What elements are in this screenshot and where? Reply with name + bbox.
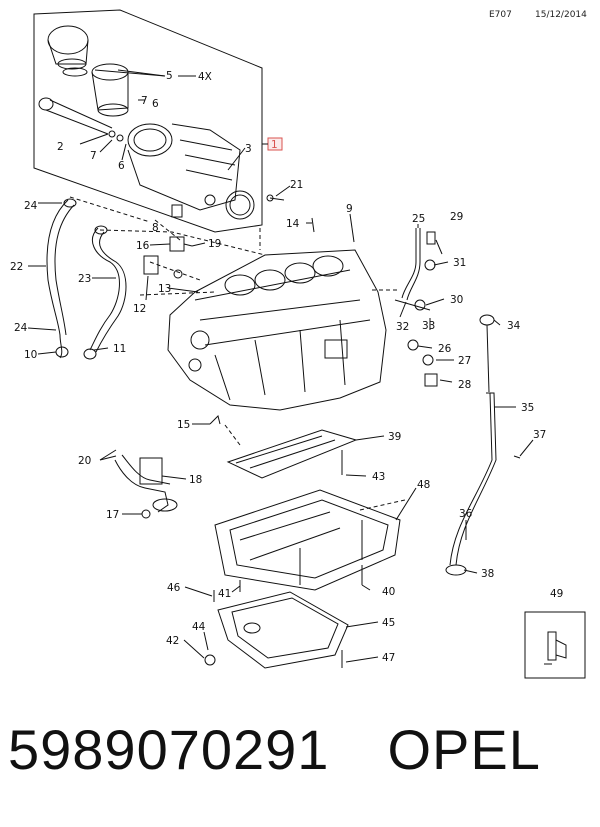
- oil-pipe-assembly-illustration: [394, 228, 436, 311]
- breather-hose-right-illustration: [83, 225, 127, 360]
- callout-10: 10: [24, 349, 37, 361]
- leader-lines: [27, 185, 534, 663]
- callout-12: 12: [133, 303, 146, 315]
- callout-48: 48: [417, 479, 430, 491]
- part-number: 5989070291: [8, 718, 330, 781]
- engine-block-illustration: [167, 249, 387, 411]
- inset-49-part-illustration: [544, 631, 567, 665]
- callout-6a: 6: [152, 98, 159, 110]
- callout-4x: 4X: [198, 71, 212, 83]
- callout-42: 42: [166, 635, 179, 647]
- callout-36: 36: [459, 508, 473, 520]
- callout-13: 13: [158, 283, 171, 295]
- baffle-plate-illustration: [226, 429, 358, 479]
- callout-8: 8: [152, 222, 159, 234]
- callout-24a: 24: [24, 200, 38, 212]
- callout-22: 22: [10, 261, 23, 273]
- callout-1: 1: [271, 139, 278, 151]
- callout-16: 16: [136, 240, 150, 252]
- callout-7a: 7: [141, 95, 148, 107]
- callout-28: 28: [458, 379, 471, 391]
- sensor-illustration: [143, 255, 183, 279]
- callout-38: 38: [481, 568, 494, 580]
- callout-32: 32: [396, 321, 409, 333]
- diagram-code: E707: [489, 10, 512, 20]
- brand-name: OPEL: [387, 718, 541, 781]
- inset-49-frame: [524, 611, 586, 679]
- callout-24b: 24: [14, 322, 28, 334]
- oil-filter-housing-illustration: [127, 123, 255, 220]
- oil-filter-inset-frame: [33, 9, 263, 233]
- oil-suction-pipe-illustration: [114, 454, 178, 513]
- callout-18: 18: [189, 474, 202, 486]
- callout-11: 11: [113, 343, 126, 355]
- callout-29: 29: [450, 211, 463, 223]
- plug-illustration: [171, 204, 183, 218]
- callout-43: 43: [372, 471, 385, 483]
- upper-oil-pan-illustration: [214, 489, 401, 591]
- bolt-14-illustration: [311, 217, 315, 233]
- callout-14: 14: [286, 218, 300, 230]
- callout-40: 40: [382, 586, 395, 598]
- callout-47: 47: [382, 652, 395, 664]
- breather-hose-left-illustration: [46, 198, 77, 359]
- callout-6b: 6: [118, 160, 125, 172]
- callout-41: 41: [218, 588, 231, 600]
- diagram-date: 15/12/2014: [535, 10, 587, 20]
- callout-20: 20: [78, 455, 91, 467]
- lower-oil-pan-illustration: [204, 591, 349, 669]
- callout-31: 31: [453, 257, 466, 269]
- callout-35: 35: [521, 402, 534, 414]
- callout-21: 21: [290, 179, 303, 191]
- callout-44: 44: [192, 621, 206, 633]
- callout-26: 26: [438, 343, 452, 355]
- callout-34: 34: [507, 320, 521, 332]
- oil-filter-bolt-illustration: [38, 97, 124, 142]
- oil-pressure-switch-illustration: [169, 236, 193, 252]
- callout-19: 19: [208, 238, 221, 250]
- callout-45: 45: [382, 617, 395, 629]
- callout-39: 39: [388, 431, 401, 443]
- oil-filter-element-illustration: [91, 63, 129, 117]
- callout-3: 3: [245, 143, 252, 155]
- callout-7b: 7: [90, 150, 97, 162]
- callout-25: 25: [412, 213, 425, 225]
- bolt-9-illustration: [351, 227, 355, 243]
- dipstick-illustration: [445, 314, 521, 576]
- callout-17: 17: [106, 509, 119, 521]
- callout-9: 9: [346, 203, 353, 215]
- bolt-21-illustration: [266, 194, 285, 202]
- callout-49: 49: [550, 588, 563, 600]
- callout-33: 33: [422, 320, 435, 332]
- callout-2: 2: [57, 141, 64, 153]
- callout-23: 23: [78, 273, 91, 285]
- callout-30: 30: [450, 294, 463, 306]
- callout-5: 5: [166, 70, 173, 82]
- oil-filter-cap-illustration: [47, 25, 89, 77]
- callout-37: 37: [533, 429, 546, 441]
- callout-15: 15: [177, 419, 190, 431]
- inset-leader-lines: [79, 69, 246, 171]
- callout-27: 27: [458, 355, 471, 367]
- callout-46: 46: [167, 582, 181, 594]
